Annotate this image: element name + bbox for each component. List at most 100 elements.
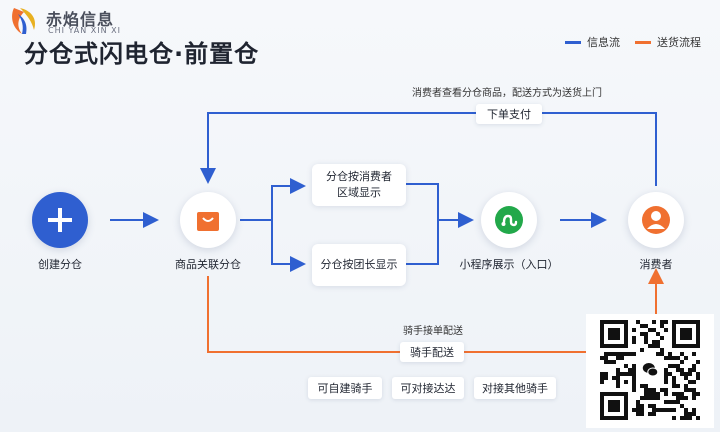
qr-finder-core bbox=[680, 328, 692, 340]
qr-module bbox=[624, 380, 628, 384]
qr-module bbox=[672, 356, 676, 360]
box-by-consumer-line2: 区域显示 bbox=[337, 186, 381, 199]
user-icon bbox=[642, 206, 670, 234]
qr-module bbox=[676, 384, 680, 388]
qr-module bbox=[672, 392, 676, 396]
rider-option-self[interactable]: 可自建骑手 bbox=[308, 377, 382, 399]
qr-module bbox=[684, 384, 688, 388]
qr-module bbox=[604, 376, 608, 380]
qr-module bbox=[696, 372, 700, 376]
qr-module bbox=[688, 412, 692, 416]
qr-module bbox=[684, 412, 688, 416]
qr-module bbox=[604, 372, 608, 376]
qr-module bbox=[616, 380, 620, 384]
qr-module bbox=[632, 376, 636, 380]
qr-module bbox=[696, 392, 700, 396]
qr-module bbox=[632, 340, 636, 344]
page-title: 分仓式闪电仓·前置仓 bbox=[24, 40, 260, 68]
qr-module bbox=[644, 332, 648, 336]
qr-module bbox=[624, 364, 628, 368]
qr-module bbox=[636, 404, 640, 408]
qr-module bbox=[644, 336, 648, 340]
qr-module bbox=[676, 396, 680, 400]
qr-module bbox=[652, 392, 656, 396]
qr-module bbox=[616, 352, 620, 356]
qr-module bbox=[668, 352, 672, 356]
box-by-consumer-region[interactable]: 分仓按消费者 区域显示 bbox=[312, 164, 406, 206]
qr-module bbox=[656, 408, 660, 412]
rider-option-other[interactable]: 对接其他骑手 bbox=[474, 377, 556, 399]
qr-code bbox=[586, 314, 714, 428]
qr-module bbox=[628, 368, 632, 372]
qr-module bbox=[648, 328, 652, 332]
qr-module bbox=[676, 368, 680, 372]
logo-text: 赤焰信息 bbox=[46, 10, 115, 29]
rider-option-dada[interactable]: 可对接达达 bbox=[392, 377, 464, 399]
qr-module bbox=[660, 336, 664, 340]
node-goods-label: 商品关联分仓 bbox=[175, 258, 241, 271]
qr-module bbox=[632, 408, 636, 412]
qr-module bbox=[644, 384, 648, 388]
qr-module bbox=[640, 332, 644, 336]
qr-module bbox=[664, 320, 668, 324]
plus-icon bbox=[48, 208, 72, 232]
qr-module bbox=[656, 392, 660, 396]
qr-module bbox=[696, 376, 700, 380]
qr-module bbox=[680, 368, 684, 372]
brand-logo: 赤焰信息 CHI YAN XIN XI bbox=[8, 4, 138, 40]
qr-module bbox=[660, 320, 664, 324]
qr-module bbox=[680, 360, 684, 364]
node-consumer[interactable] bbox=[628, 192, 684, 248]
qr-module bbox=[640, 348, 644, 352]
qr-module bbox=[648, 404, 652, 408]
node-create-label: 创建分仓 bbox=[38, 258, 82, 271]
qr-module bbox=[684, 396, 688, 400]
qr-module bbox=[668, 364, 672, 368]
qr-module bbox=[664, 356, 668, 360]
arrow-box2-merge bbox=[406, 220, 439, 265]
qr-module bbox=[680, 392, 684, 396]
legend-delivery-swatch bbox=[635, 40, 651, 44]
qr-module bbox=[660, 324, 664, 328]
qr-module bbox=[632, 380, 636, 384]
qr-module bbox=[680, 352, 684, 356]
qr-module bbox=[672, 408, 676, 412]
qr-module bbox=[692, 380, 696, 384]
qr-module bbox=[628, 372, 632, 376]
qr-module bbox=[692, 352, 696, 356]
qr-module bbox=[656, 332, 660, 336]
qr-module bbox=[600, 380, 604, 384]
bottom-flow-note: 骑手接单配送 bbox=[403, 326, 463, 337]
qr-module bbox=[660, 352, 664, 356]
qr-module bbox=[680, 396, 684, 400]
qr-module bbox=[632, 364, 636, 368]
legend-info-swatch bbox=[565, 40, 581, 44]
qr-module bbox=[684, 416, 688, 420]
qr-module bbox=[652, 412, 656, 416]
node-mini-program[interactable] bbox=[481, 192, 537, 248]
tag-rider-delivery[interactable]: 骑手配送 bbox=[400, 342, 464, 362]
qr-module bbox=[644, 396, 648, 400]
tag-place-order[interactable]: 下单支付 bbox=[476, 104, 542, 124]
legend-info-flow: 信息流 bbox=[565, 34, 620, 50]
qr-module bbox=[612, 360, 616, 364]
node-goods-link[interactable] bbox=[180, 192, 236, 248]
qr-module bbox=[652, 408, 656, 412]
arrow-box1-merge bbox=[406, 183, 439, 220]
wechat-icon bbox=[642, 363, 659, 377]
qr-module bbox=[672, 416, 676, 420]
qr-module bbox=[668, 408, 672, 412]
qr-module bbox=[676, 364, 680, 368]
box-by-leader[interactable]: 分仓按团长显示 bbox=[312, 244, 406, 286]
box-by-leader-label: 分仓按团长显示 bbox=[320, 258, 398, 271]
qr-module bbox=[604, 352, 608, 356]
qr-module bbox=[640, 324, 644, 328]
node-create-warehouse[interactable] bbox=[32, 192, 88, 248]
qr-module bbox=[676, 356, 680, 360]
qr-module bbox=[644, 392, 648, 396]
qr-module bbox=[672, 400, 676, 404]
qr-module bbox=[632, 372, 636, 376]
qr-module bbox=[632, 352, 636, 356]
qr-module bbox=[688, 388, 692, 392]
